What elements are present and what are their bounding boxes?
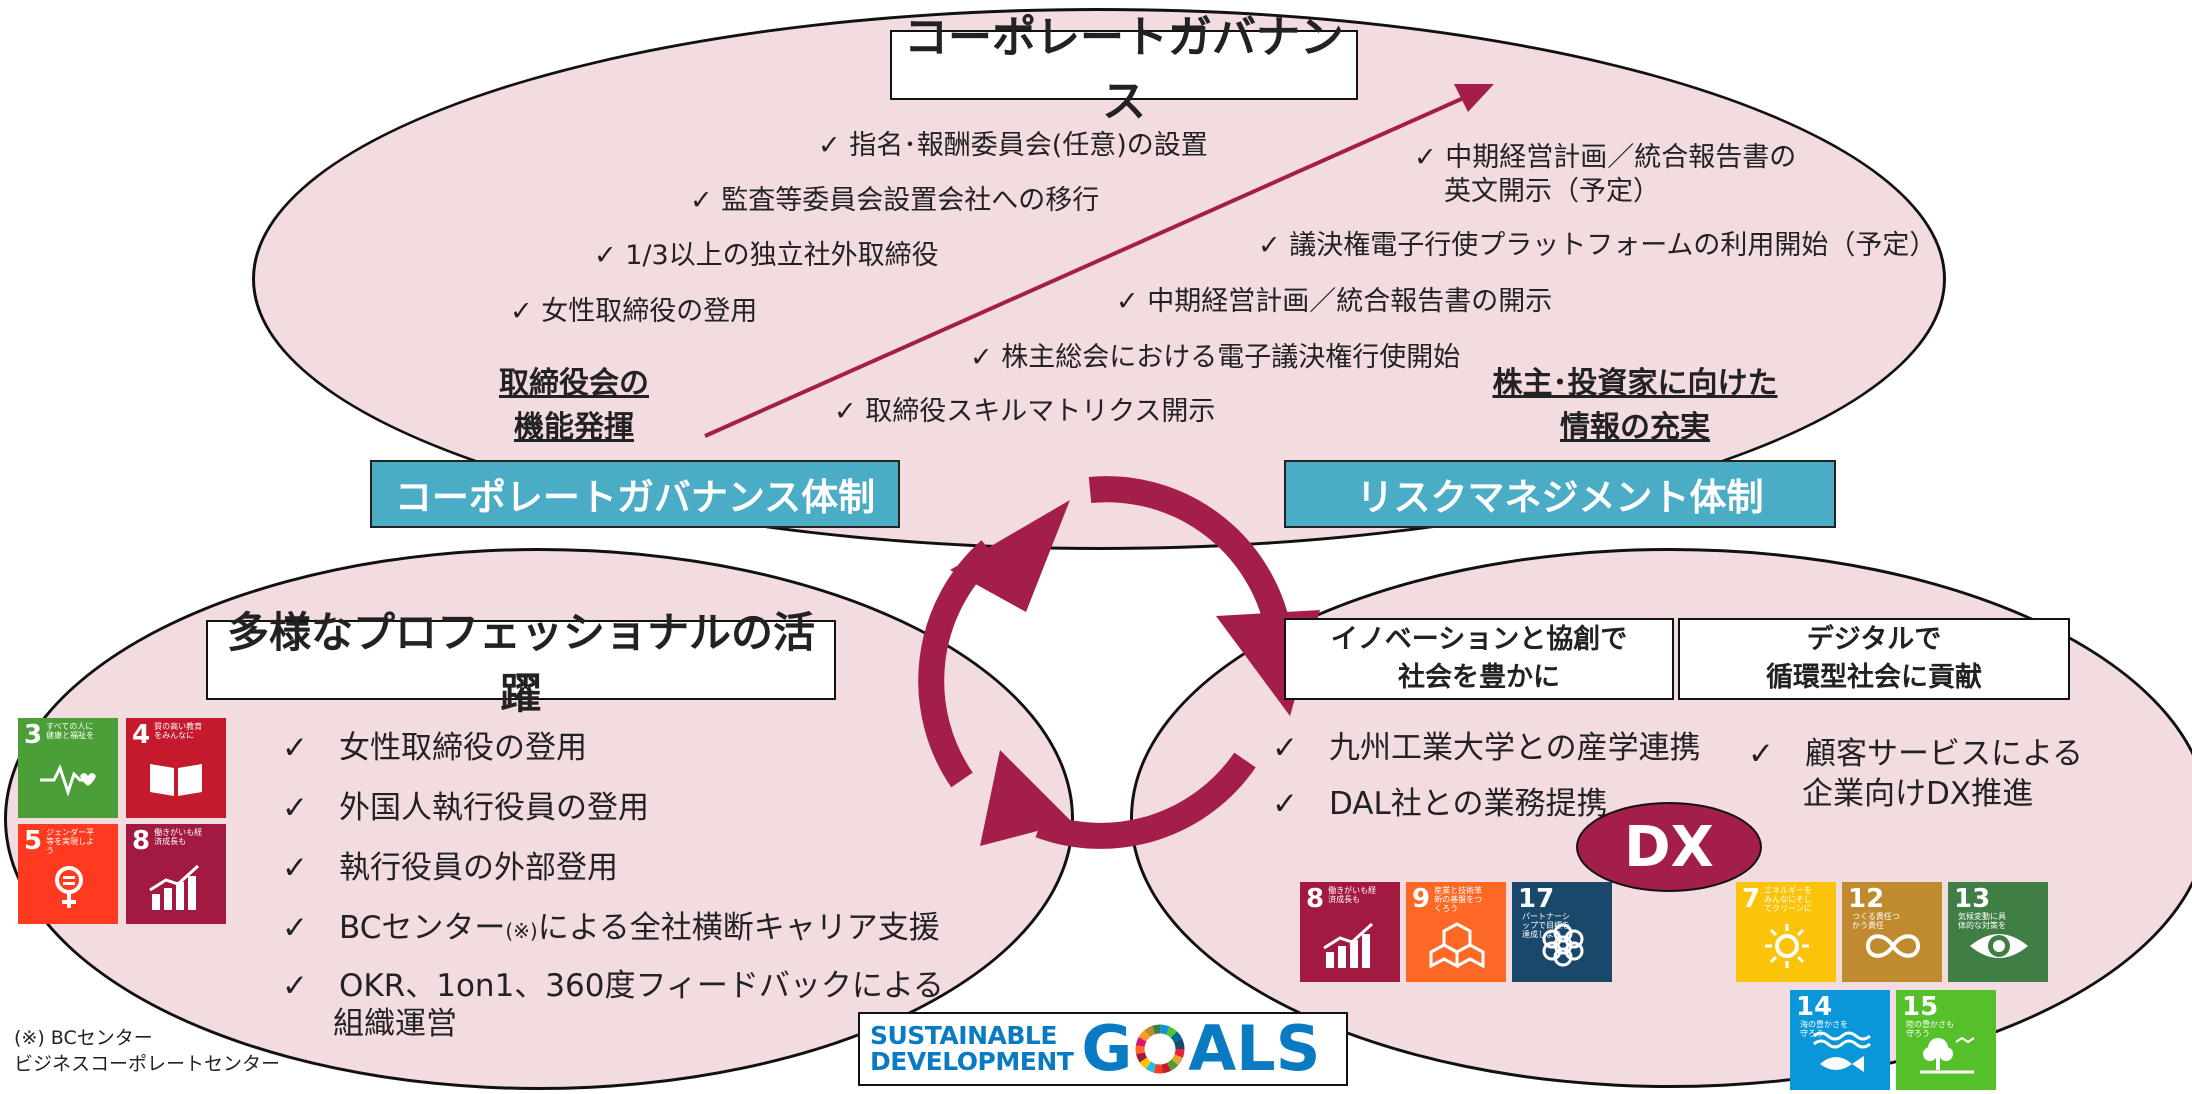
gov-item-9: ✓ 取締役スキルマトリクス開示 (834, 396, 1216, 427)
gov-item-6: ✓ 議決権電子行使プラットフォームの利用開始（予定） (1258, 230, 1937, 261)
gov-item-7: ✓ 中期経営計画／統合報告書の開示 (1116, 286, 1553, 317)
digital-box: デジタルで循環型社会に貢献 (1678, 618, 2070, 700)
sdgs-logo: SUSTAINABLE DEVELOPMENT G (858, 1012, 1348, 1086)
risk-management-box: リスクマネジメント体制 (1284, 460, 1836, 528)
pro-item-3: ✓ 執行役員の外部登用 (282, 850, 618, 886)
professionals-title: 多様なプロフェッショナルの活躍 (206, 608, 836, 718)
pro-item-5b: 組織運営 (333, 1006, 457, 1042)
sdg-goal-17-icon: 17パートナーシップで目標を達成しよう (1512, 882, 1612, 982)
gov-item-4: ✓ 女性取締役の登用 (510, 296, 758, 327)
sdg-goal-15-icon: 15陸の豊かさも守ろう (1896, 990, 1996, 1090)
dx-item-2: ✓ DAL社との業務提携 (1272, 786, 1608, 822)
pro-item-4: ✓ BCセンター(※)による全社横断キャリア支援 (282, 910, 940, 946)
sdg-goal-14-icon: 14海の豊かさを守ろう (1790, 990, 1890, 1090)
dx-badge: DX (1576, 802, 1762, 892)
gov-item-5: ✓ 中期経営計画／統合報告書の (1414, 142, 1797, 173)
gov-item-3: ✓ 1/3以上の独立社外取締役 (594, 240, 939, 271)
sdg-goal-12-icon: 12つくる責任つかう責任 (1842, 882, 1942, 982)
gov-item-2: ✓ 監査等委員会設置会社への移行 (690, 185, 1100, 216)
sdgs-wheel-icon (1135, 1024, 1185, 1074)
pro-item-5: ✓ OKR、1on1、360度フィードバックによる (282, 968, 944, 1004)
dx-item-3b: 企業向けDX推進 (1802, 776, 2034, 812)
governance-system-box: コーポレートガバナンス体制 (370, 460, 900, 528)
gov-item-8: ✓ 株主総会における電子議決権行使開始 (970, 342, 1461, 373)
bc-footnote: (※) BCセンター ビジネスコーポレートセンター (14, 1027, 281, 1075)
pro-item-1: ✓ 女性取締役の登用 (282, 730, 587, 766)
dx-item-3: ✓ 顧客サービスによる (1748, 736, 2084, 772)
dx-item-1: ✓ 九州工業大学との産学連携 (1272, 730, 1701, 766)
gov-item-1: ✓ 指名･報酬委員会(任意)の設置 (818, 130, 1208, 161)
investor-info-label: 株主･投資家に向けた 情報の充実 (1492, 366, 1778, 445)
board-function-label: 取締役会の 機能発揮 (499, 366, 649, 445)
innovation-box: イノベーションと協創で社会を豊かに (1284, 618, 1674, 700)
sdg-goal-13-icon: 13気候変動に具体的な対策を (1948, 882, 2048, 982)
gov-item-5b: 英文開示（予定） (1444, 176, 1660, 207)
pro-item-2: ✓ 外国人執行役員の登用 (282, 790, 649, 826)
